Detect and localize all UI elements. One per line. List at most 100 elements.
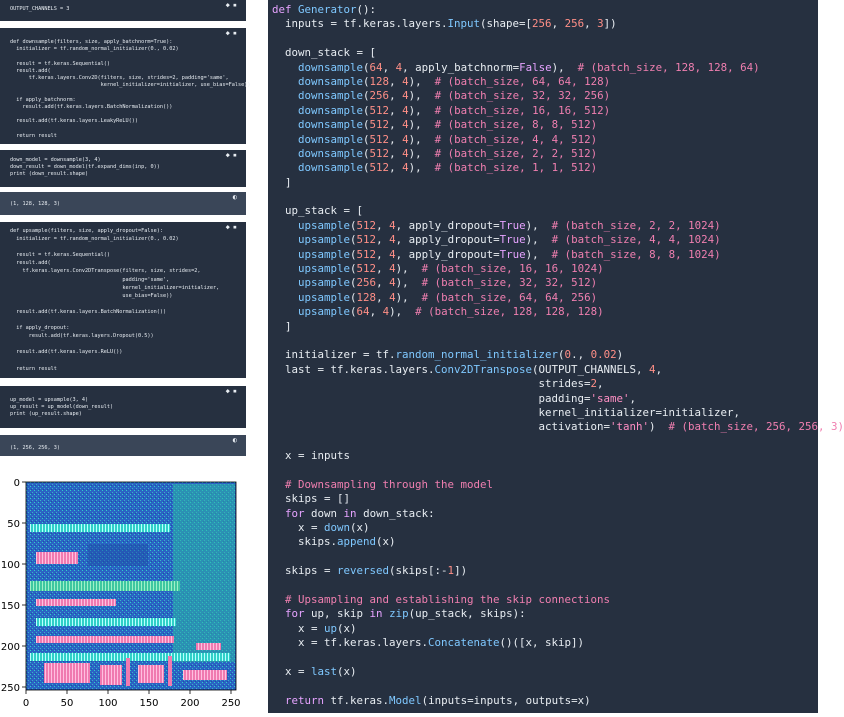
code-line: x = tf.keras.layers.Concatenate()([x, sk… [272, 636, 585, 650]
x-tick-label: 150 [139, 698, 158, 709]
y-axis: 0 50 100 150 200 250 [1, 478, 26, 694]
cell-code: up_model = upsample(3, 4) up_result = up… [10, 397, 114, 418]
plot-svg: 0 50 100 150 200 250 0 50 100 150 200 [1, 478, 241, 709]
image-teal-band [36, 618, 176, 626]
code-line: downsample(256, 4), # (batch_size, 32, 3… [298, 89, 611, 103]
pin-icon[interactable]: ◆ [225, 29, 233, 37]
code-line: kernel_initializer=initializer, [272, 405, 741, 419]
code-line: return tf.keras.Model(inputs=inputs, out… [285, 693, 591, 707]
cell-toolbar[interactable]: ◆▪ [226, 30, 240, 37]
image-pink-band [196, 643, 221, 650]
code-line: initializer = tf.random_normal_initializ… [272, 348, 624, 362]
code-line: upsample(512, 4), # (batch_size, 16, 16,… [298, 262, 604, 276]
code-line: ] [272, 319, 292, 333]
code-line: upsample(128, 4), # (batch_size, 64, 64,… [298, 290, 598, 304]
code-line: downsample(512, 4), # (batch_size, 2, 2,… [298, 146, 598, 160]
code-cell-output-channels[interactable]: ◆▪ OUTPUT_CHANNELS = 3 [0, 0, 246, 21]
code-line: for down in down_stack: [285, 506, 435, 520]
code-line: downsample(512, 4), # (batch_size, 16, 1… [298, 103, 611, 117]
plot-frame [25, 481, 237, 691]
fold-icon[interactable]: ▪ [232, 29, 240, 37]
x-axis: 0 50 100 150 200 250 [23, 690, 241, 709]
image-pink-band [36, 636, 174, 643]
x-tick-label: 250 [221, 698, 240, 709]
code-line: x = up(x) [272, 621, 357, 635]
image-pink-post [168, 656, 172, 686]
code-line [272, 464, 818, 478]
image-pink-band [36, 552, 78, 564]
pin-icon[interactable]: ◆ [225, 387, 233, 395]
output-icon[interactable]: ◐ [232, 436, 240, 444]
code-line: up_stack = [ [272, 204, 364, 218]
code-line: skips.append(x) [272, 535, 396, 549]
fold-icon[interactable]: ▪ [232, 387, 240, 395]
generator-code: def Generator(): inputs = tf.keras.layer… [268, 0, 844, 708]
code-line: def Generator(): [272, 3, 377, 16]
code-line: padding='same', [272, 391, 637, 405]
fold-icon[interactable]: ▪ [232, 1, 240, 9]
code-line [272, 651, 818, 665]
cell-output: (1, 128, 128, 3) [10, 201, 60, 207]
cell-toolbar[interactable]: ◆▪ [226, 152, 240, 159]
code-line: strides=2, [272, 377, 604, 391]
code-line: upsample(512, 4, apply_dropout=True), # … [298, 247, 721, 261]
image-teal-band [30, 524, 170, 532]
image-pink-block [183, 670, 227, 680]
code-line: upsample(512, 4, apply_dropout=True), # … [298, 233, 721, 247]
image-green-band [30, 581, 180, 591]
code-line: x = down(x) [272, 521, 370, 535]
code-line: downsample(512, 4), # (batch_size, 8, 8,… [298, 118, 598, 132]
code-line: activation='tanh') # (batch_size, 256, 2… [272, 420, 844, 434]
code-line [272, 550, 818, 564]
code-cell-upsample[interactable]: ◆▪ def upsample(filters, size, apply_dro… [0, 222, 246, 378]
pin-icon[interactable]: ◆ [225, 151, 233, 159]
code-line [272, 579, 818, 593]
code-line: down_stack = [ [272, 46, 377, 60]
output-toolbar[interactable]: ◐ [233, 437, 240, 444]
output-cell-down-shape: ◐ (1, 128, 128, 3) [0, 192, 246, 215]
code-cell-down-model[interactable]: ◆▪ down_model = downsample(3, 4) down_re… [0, 150, 246, 187]
code-line: # Upsampling and establishing the skip c… [285, 593, 611, 607]
cell-toolbar[interactable]: ◆▪ [226, 2, 240, 9]
code-line: for up, skip in zip(up_stack, skips): [285, 607, 526, 621]
code-line: skips = reversed(skips[:-1]) [272, 564, 468, 578]
code-line: downsample(512, 4), # (batch_size, 1, 1,… [298, 161, 598, 175]
code-line: ] [272, 175, 292, 189]
cell-toolbar[interactable]: ◆▪ [226, 224, 240, 231]
cell-code: down_model = downsample(3, 4) down_resul… [10, 157, 160, 178]
image-pink-block [100, 665, 122, 685]
image-teal-band [30, 653, 230, 661]
code-line: x = last(x) [272, 664, 357, 678]
cell-code: def downsample(filters, size, apply_batc… [10, 39, 251, 139]
code-line: x = inputs [272, 449, 351, 463]
fold-icon[interactable]: ▪ [232, 151, 240, 159]
fold-icon[interactable]: ▪ [232, 223, 240, 231]
cell-toolbar[interactable]: ◆▪ [226, 388, 240, 395]
code-line: upsample(64, 4), # (batch_size, 128, 128… [298, 305, 604, 319]
y-tick-label: 150 [1, 601, 20, 612]
code-cell-downsample[interactable]: ◆▪ def downsample(filters, size, apply_b… [0, 28, 251, 144]
output-cell-up-shape: ◐ (1, 256, 256, 3) [0, 435, 246, 456]
image-right-block [173, 484, 235, 662]
pin-icon[interactable]: ◆ [225, 1, 233, 9]
pin-icon[interactable]: ◆ [225, 223, 233, 231]
y-tick-label: 100 [1, 560, 20, 571]
code-line: last = tf.keras.layers.Conv2DTranspose(O… [272, 362, 663, 376]
code-line [272, 190, 818, 204]
generator-code-cell[interactable]: def Generator(): inputs = tf.keras.layer… [268, 0, 844, 713]
code-line: skips = [] [272, 492, 351, 506]
code-line [272, 435, 818, 449]
output-icon[interactable]: ◐ [232, 193, 240, 201]
code-line: # Downsampling through the model [285, 477, 494, 491]
image-pink-block [44, 663, 90, 683]
code-line: upsample(256, 4), # (batch_size, 32, 32,… [298, 276, 598, 290]
y-tick-label: 50 [7, 519, 20, 530]
x-tick-label: 100 [98, 698, 117, 709]
code-cell-up-model[interactable]: ◆▪ up_model = upsample(3, 4) up_result =… [0, 386, 246, 428]
output-toolbar[interactable]: ◐ [233, 194, 240, 201]
image-pink-post [126, 658, 130, 686]
y-tick-label: 200 [1, 642, 20, 653]
code-line [272, 334, 818, 348]
code-line: downsample(128, 4), # (batch_size, 64, 6… [298, 74, 611, 88]
y-tick-label: 250 [1, 683, 20, 694]
